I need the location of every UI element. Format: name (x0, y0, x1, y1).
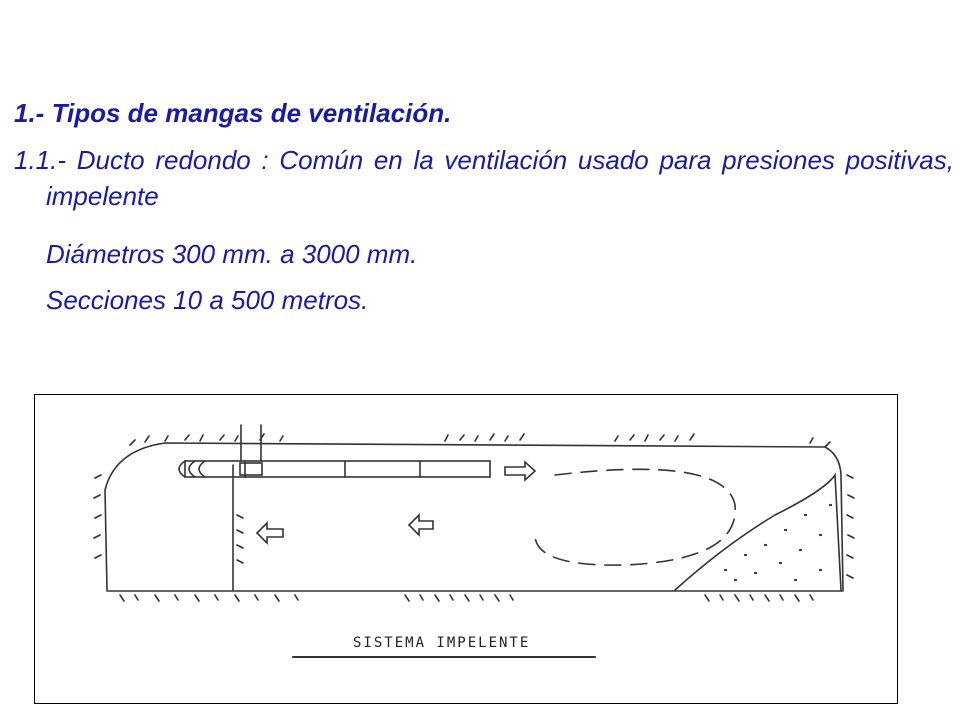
tunnel-outline (104, 442, 844, 591)
air-circulation-loop (534, 468, 736, 566)
floor-hatching (106, 590, 844, 602)
section-range: Secciones 10 a 500 metros. (46, 285, 369, 315)
fan-box (239, 462, 263, 476)
slide-content: 1.- Tipos de mangas de ventilación. 1.1.… (14, 78, 954, 318)
impelling-system-diagram: SISTEMA IMPELENTE (34, 394, 898, 704)
diameter-range: Diámetros 300 mm. a 3000 mm. (46, 239, 418, 269)
tunnel-sketch (93, 424, 855, 658)
section-heading: 1.- Tipos de mangas de ventilación. (14, 98, 452, 128)
ventilation-duct (184, 460, 491, 478)
duct-description: 1.1.- Ducto redondo : Común en la ventil… (14, 145, 954, 211)
fan-unit (178, 460, 206, 478)
return-arrow-mid-icon (407, 513, 434, 537)
diagram-caption: SISTEMA IMPELENTE (353, 635, 531, 651)
roof-hatching (129, 433, 831, 448)
outlet-arrow-icon (504, 460, 537, 482)
partition-hatching (236, 514, 244, 564)
rubble-dots (723, 503, 833, 582)
wall-hatching (93, 474, 855, 579)
duct-joints (244, 460, 421, 478)
rubble-pile (674, 472, 842, 591)
fan-supports (240, 424, 262, 462)
return-arrow-left-icon (255, 521, 284, 545)
